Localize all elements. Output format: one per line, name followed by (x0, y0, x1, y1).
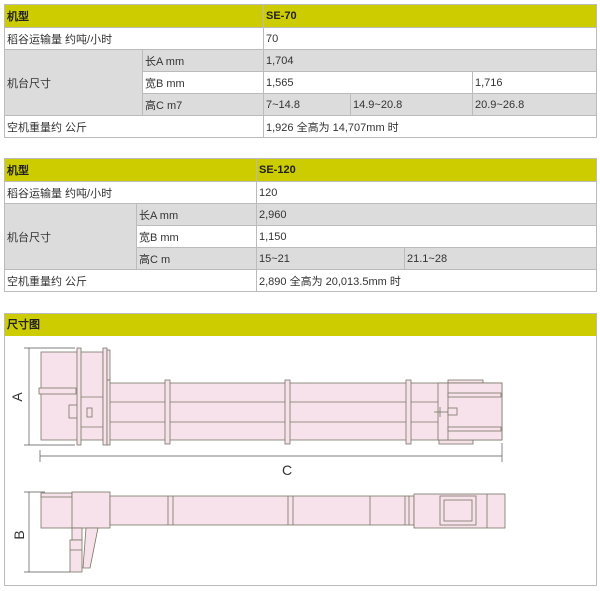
side-view (40, 491, 506, 573)
height-value: 14.9~20.8 (350, 93, 473, 116)
length-label: 长A mm (142, 49, 264, 72)
weight-value: 2,890 全高为 20,013.5mm 时 (256, 269, 597, 292)
height-value: 15~21 (256, 247, 405, 270)
width-value: 1,565 (263, 71, 473, 94)
height-label: 高C m (136, 247, 257, 270)
model-label: 机型 (4, 4, 264, 28)
height-label: 高C m7 (142, 93, 264, 116)
top-view (38, 347, 503, 446)
dimension-drawing: A C B (9, 347, 506, 573)
weight-label: 空机重量约 公斤 (4, 269, 257, 292)
weight-value: 1,926 全高为 14,707mm 时 (263, 115, 597, 138)
length-label: 长A mm (136, 203, 257, 226)
dims-label: 机台尺寸 (4, 203, 137, 270)
width-label: 宽B mm (136, 225, 257, 248)
weight-label: 空机重量约 公斤 (4, 115, 264, 138)
section-title: 尺寸图 (5, 314, 596, 336)
height-value: 7~14.8 (263, 93, 351, 116)
dims-label: 机台尺寸 (4, 49, 143, 116)
length-value: 1,704 (263, 49, 597, 72)
height-value: 20.9~26.8 (472, 93, 597, 116)
width-value: 1,716 (472, 71, 597, 94)
dimension-b-label: B (11, 530, 27, 539)
width-label: 宽B mm (142, 71, 264, 94)
dimension-drawing-section: 尺寸图 (4, 313, 597, 586)
model-label: 机型 (4, 158, 257, 182)
height-value: 21.1~28 (404, 247, 597, 270)
model-value: SE-120 (256, 158, 597, 182)
dimension-c-label: C (282, 462, 292, 478)
capacity-value: 70 (263, 27, 597, 50)
capacity-label: 稻谷运输量 约吨/小时 (4, 181, 257, 204)
length-value: 2,960 (256, 203, 597, 226)
model-value: SE-70 (263, 4, 597, 28)
dimension-a-label: A (9, 392, 25, 402)
width-value: 1,150 (256, 225, 597, 248)
capacity-value: 120 (256, 181, 597, 204)
dimension-lines (24, 347, 503, 573)
capacity-label: 稻谷运输量 约吨/小时 (4, 27, 264, 50)
